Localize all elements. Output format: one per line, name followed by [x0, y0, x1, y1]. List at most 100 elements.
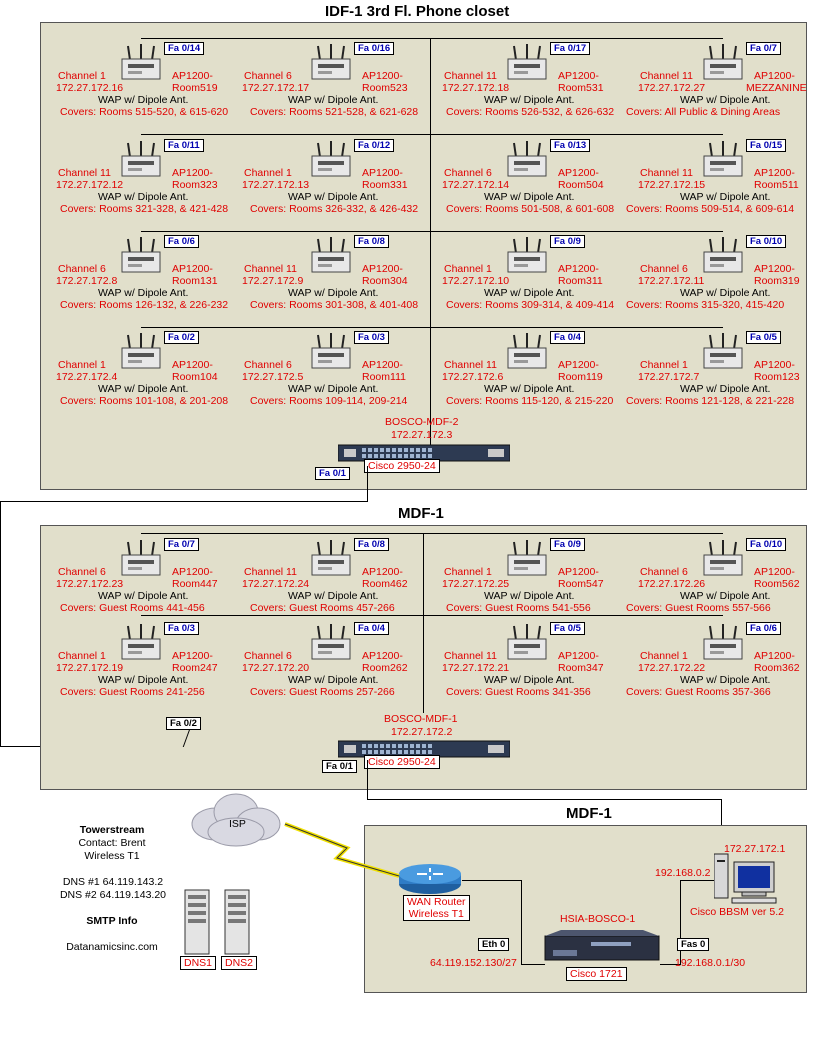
- wireless-ap-icon[interactable]: [702, 141, 743, 177]
- ap-ip: 172.27.172.5: [242, 371, 304, 383]
- ap-ip: 172.27.172.19: [56, 662, 124, 674]
- switch-icon[interactable]: [338, 739, 510, 759]
- ap-covers: Covers: Guest Rooms 257-266: [250, 686, 395, 698]
- workstation-icon[interactable]: [714, 852, 778, 904]
- ap-ip: 172.27.172.14: [442, 179, 510, 191]
- wireless-ap-icon[interactable]: [120, 237, 161, 273]
- ap-channel: Channel 1: [58, 70, 106, 82]
- wireless-ap-icon[interactable]: [506, 624, 547, 660]
- wireless-ap-icon[interactable]: [120, 540, 161, 576]
- ap-covers: Covers: Rooms 326-332, & 426-432: [250, 203, 419, 215]
- wireless-ap-icon[interactable]: [310, 44, 351, 80]
- wireless-ap-icon[interactable]: [506, 237, 547, 273]
- ap-room: Room331: [362, 179, 408, 191]
- wireless-ap-icon[interactable]: [506, 44, 547, 80]
- ap-room: Room519: [172, 82, 218, 94]
- wireless-ap-icon[interactable]: [506, 141, 547, 177]
- server-icon[interactable]: [224, 889, 250, 955]
- ap-channel: Channel 6: [244, 650, 292, 662]
- wireless-ap-icon[interactable]: [310, 540, 351, 576]
- router-icon[interactable]: [397, 862, 463, 896]
- wireless-ap-icon[interactable]: [310, 237, 351, 273]
- port-label: Fa 0/3: [354, 331, 389, 344]
- ap-room: Room531: [558, 82, 604, 94]
- ap-channel: Channel 6: [244, 70, 292, 82]
- wireless-ap-icon[interactable]: [310, 333, 351, 369]
- wireless-ap-icon[interactable]: [702, 540, 743, 576]
- wireless-ap-icon[interactable]: [120, 333, 161, 369]
- wireless-ap-icon[interactable]: [702, 624, 743, 660]
- port-label: Fa 0/4: [354, 622, 389, 635]
- ap-covers: Covers: Guest Rooms 457-266: [250, 602, 395, 614]
- ap-ip: 172.27.172.13: [242, 179, 310, 191]
- ap-room: Room111: [362, 371, 406, 383]
- port-label: Fa 0/9: [550, 538, 585, 551]
- port-label: Fa 0/8: [354, 538, 389, 551]
- ap-type: WAP w/ Dipole Ant.: [484, 191, 575, 203]
- ap-covers: Covers: Rooms 521-528, & 621-628: [250, 106, 419, 118]
- ap-type: WAP w/ Dipole Ant.: [680, 94, 771, 106]
- wireless-ap-icon[interactable]: [702, 333, 743, 369]
- wireless-ap-icon[interactable]: [310, 624, 351, 660]
- dns1-label: DNS1: [180, 956, 217, 970]
- wireless-ap-icon[interactable]: [702, 237, 743, 273]
- ap-type: WAP w/ Dipole Ant.: [98, 674, 189, 686]
- dns-info: DNS #1 64.119.143.2 DNS #2 64.119.143.20: [59, 876, 167, 901]
- ap-room: Room323: [172, 179, 218, 191]
- ap-room: Room462: [362, 578, 408, 590]
- port-label: Fa 0/9: [550, 235, 585, 248]
- ap-covers: Covers: Rooms 501-508, & 601-608: [446, 203, 615, 215]
- ap-name: AP1200-: [754, 359, 795, 371]
- ap-room: Room562: [754, 578, 800, 590]
- ap-ip: 172.27.172.18: [442, 82, 510, 94]
- wireless-ap-icon[interactable]: [702, 44, 743, 80]
- ap-room: Room547: [558, 578, 604, 590]
- ap-channel: Channel 11: [58, 167, 111, 179]
- router-icon[interactable]: [541, 926, 663, 968]
- ap-name: AP1200-: [558, 359, 599, 371]
- port-label: Fa 0/16: [354, 42, 395, 55]
- wireless-ap-icon[interactable]: [120, 141, 161, 177]
- wireless-ap-icon[interactable]: [120, 44, 161, 80]
- wireless-ap-icon[interactable]: [120, 624, 161, 660]
- port-label: Fa 0/13: [550, 139, 591, 152]
- hsia-name: HSIA-BOSCO-1: [560, 913, 636, 925]
- ap-covers: Covers: Guest Rooms 357-366: [626, 686, 771, 698]
- ap-room: Room447: [172, 578, 218, 590]
- ap-name: AP1200-: [172, 70, 213, 82]
- ap-type: WAP w/ Dipole Ant.: [484, 383, 575, 395]
- wireless-ap-icon[interactable]: [506, 333, 547, 369]
- wireless-ap-icon[interactable]: [310, 141, 351, 177]
- ap-name: AP1200-: [362, 566, 403, 578]
- ap-channel: Channel 6: [58, 263, 106, 275]
- ap-name: AP1200-: [754, 70, 795, 82]
- server-icon[interactable]: [184, 889, 210, 955]
- ap-name: AP1200-: [558, 650, 599, 662]
- ap-room: Room523: [362, 82, 408, 94]
- wireless-ap-icon[interactable]: [506, 540, 547, 576]
